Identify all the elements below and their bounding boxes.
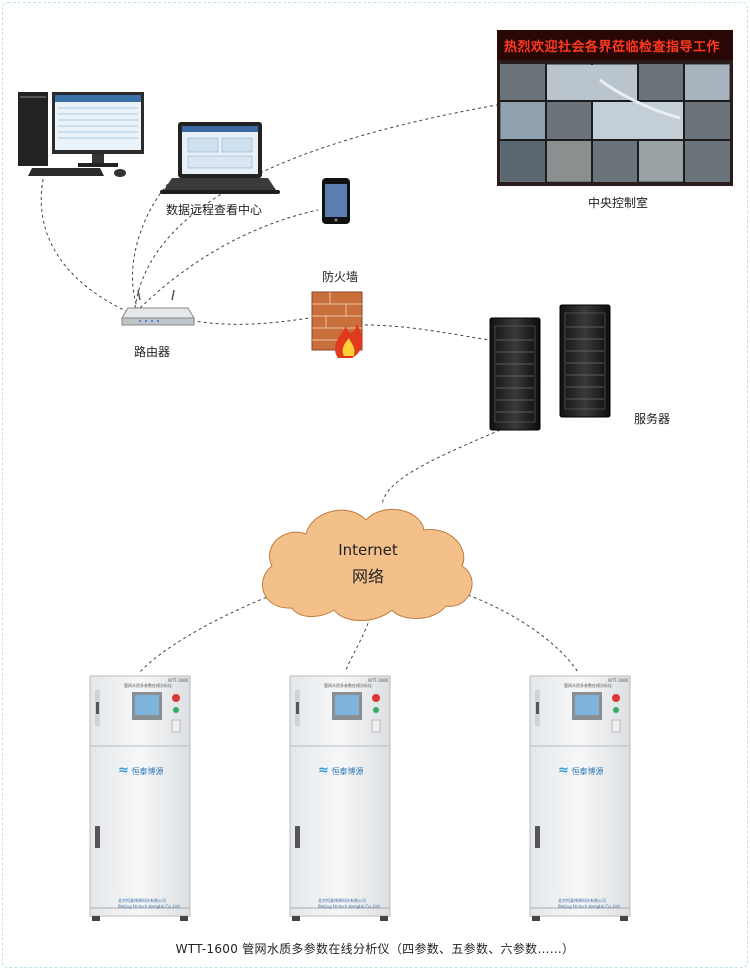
- link-router-phone: [139, 209, 319, 309]
- link-router-firewall: [179, 317, 311, 325]
- router: [121, 289, 195, 326]
- cabinet-model-tag: WTT-1600: [608, 678, 629, 683]
- servers: [489, 304, 611, 431]
- cabinet-brand-logo: ≈ 恒泰博源: [558, 763, 603, 778]
- cabinet-footer-en: Beijing Hi-tech Hengtai Co.,Ltd: [318, 904, 380, 909]
- cabinet-panel-title: 管网水质多参数在线分析仪: [564, 683, 612, 688]
- cabinet-brand-logo: ≈ 恒泰博源: [118, 763, 163, 778]
- cabinet-brand-text: 恒泰博源: [331, 767, 364, 776]
- link-server-cloud: [381, 429, 501, 506]
- label-router: 路由器: [134, 345, 171, 359]
- cabinet-brand-text: 恒泰博源: [131, 767, 164, 776]
- link-router-desktop: [40, 169, 129, 313]
- connection-lines: [40, 104, 579, 673]
- link-cloud-cabinet-left: [139, 594, 273, 673]
- label-firewall: 防火墙: [322, 270, 359, 284]
- cabinet-brand-text: 恒泰博源: [571, 767, 604, 776]
- link-cloud-cabinet-right: [467, 594, 579, 673]
- laptop: [160, 122, 280, 194]
- label-remote-center: 数据远程查看中心: [166, 203, 263, 217]
- brand-mark-icon: ≈: [558, 763, 569, 778]
- cabinet-model-tag: WTT-1600: [168, 678, 189, 683]
- cabinet-panel-title: 管网水质多参数在线分析仪: [124, 683, 172, 688]
- firewall: [311, 291, 363, 358]
- label-server: 服务器: [634, 412, 671, 426]
- cloud-label-internet: Internet: [338, 541, 398, 559]
- control-room-wall: [497, 30, 733, 186]
- brand-mark-icon: ≈: [118, 763, 129, 778]
- cabinet-footer-cn: 北京恒泰博源科技有限公司: [118, 898, 166, 903]
- internet-cloud: [262, 508, 473, 621]
- cabinet-panel-title: 管网水质多参数在线分析仪: [324, 683, 372, 688]
- label-control-room: 中央控制室: [588, 196, 649, 210]
- brand-mark-icon: ≈: [318, 763, 329, 778]
- diagram-caption: WTT-1600 管网水质多参数在线分析仪（四参数、五参数、六参数……）: [175, 942, 575, 956]
- cabinet-model-tag: WTT-1600: [368, 678, 389, 683]
- cabinet-brand-logo: ≈ 恒泰博源: [318, 763, 363, 778]
- desktop-computer: [18, 92, 144, 177]
- link-firewall-server: [364, 324, 491, 341]
- cabinet-footer-cn: 北京恒泰博源科技有限公司: [558, 898, 606, 903]
- analyzer-cabinet-left: [89, 675, 191, 922]
- control-room-banner: 热烈欢迎社会各界莅临检查指导工作: [504, 40, 721, 55]
- link-router-laptop: [132, 179, 173, 311]
- smartphone: [322, 178, 350, 224]
- cabinet-footer-en: Beijing Hi-tech Hengtai Co.,Ltd: [118, 904, 180, 909]
- link-cloud-cabinet-middle: [344, 611, 373, 673]
- analyzer-cabinet-middle: [289, 675, 391, 922]
- analyzer-cabinets: [89, 675, 631, 922]
- cabinet-footer-cn: 北京恒泰博源科技有限公司: [318, 898, 366, 903]
- cabinet-footer-en: Beijing Hi-tech Hengtai Co.,Ltd: [558, 904, 620, 909]
- cloud-label-network: 网络: [351, 567, 384, 586]
- link-router-controlroom: [134, 104, 498, 309]
- analyzer-cabinet-right: [529, 675, 631, 922]
